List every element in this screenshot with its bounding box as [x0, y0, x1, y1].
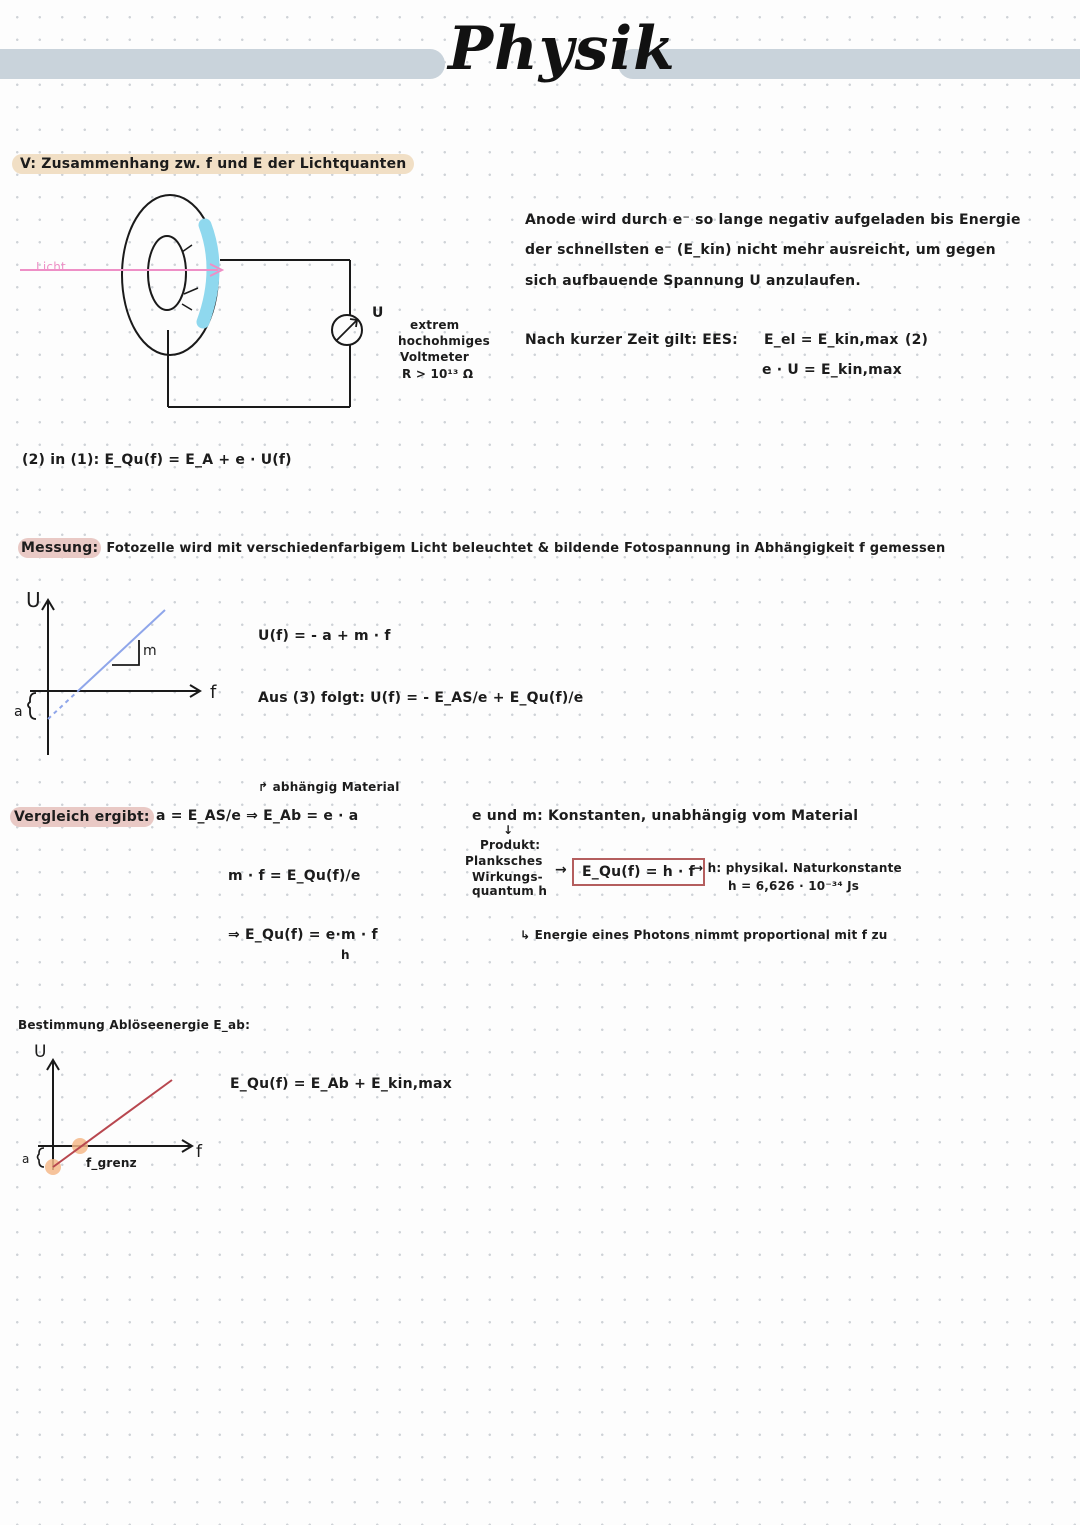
ees-eq2: e · U = E_kin,max: [762, 362, 902, 378]
voltmeter-note-4: R > 10¹³ Ω: [402, 367, 474, 381]
voltmeter-note-3: Voltmeter: [400, 350, 469, 364]
vergleich-eq3-brace: h: [341, 948, 350, 962]
messung-line: Messung: Fotozelle wird mit verschiedenf…: [18, 538, 946, 558]
page-title: Physik: [448, 14, 676, 84]
header-band-left: [0, 49, 445, 79]
ees-eq1: E_el = E_kin,max: [764, 332, 899, 348]
produkt-arrow: ↓: [503, 823, 514, 837]
light-label: Licht: [36, 260, 66, 274]
explanation-line-2: der schnellsten e⁻ (E_kin) nicht mehr au…: [525, 242, 996, 258]
graph2-x-label: f: [196, 1142, 203, 1162]
measurement-graph: [27, 598, 202, 755]
graph2-y-label: U: [34, 1042, 47, 1062]
vergleich-eq1: a = E_AS/e ⇒ E_Ab = e · a: [156, 808, 359, 824]
produkt-line-1: Produkt:: [480, 838, 541, 852]
ees-eq1-tag: (2): [905, 332, 929, 348]
produkt-line-4: quantum h: [472, 884, 548, 898]
constants-text: e und m: Konstanten, unabhängig vom Mate…: [472, 808, 859, 824]
messung-label: Messung:: [18, 538, 102, 558]
voltmeter-note-1: extrem: [410, 318, 460, 332]
ees-prefix: Nach kurzer Zeit gilt: EES:: [525, 332, 738, 348]
graph1-y-label: U: [26, 588, 41, 612]
substitution-eq: (2) in (1): E_Qu(f) = E_A + e · U(f): [22, 452, 292, 468]
explanation-line-3: sich aufbauende Spannung U anzulaufen.: [525, 273, 861, 289]
threshold-graph: [36, 1058, 194, 1175]
graph2-intercept-label: a: [22, 1152, 30, 1166]
produkt-line-2: Planksches: [465, 854, 543, 868]
eq-from3: Aus (3) folgt: U(f) = - E_AS/e + E_Qu(f)…: [258, 690, 584, 706]
eq-linear: U(f) = - a + m · f: [258, 628, 391, 644]
produkt-line-3: Wirkungs-: [472, 870, 543, 884]
graph1-slope-label: m: [143, 643, 157, 659]
section-v-heading: V: Zusammenhang zw. f und E der Lichtqua…: [12, 154, 415, 174]
vergleich-eq2: m · f = E_Qu(f)/e: [228, 868, 361, 884]
messung-text: Fotozelle wird mit verschiedenfarbigem L…: [106, 541, 946, 556]
voltmeter-note-2: hochohmiges: [398, 334, 490, 348]
explanation-line-1: Anode wird durch e⁻ so lange negativ auf…: [525, 212, 1021, 228]
material-note: ↱ abhängig Material: [258, 780, 400, 794]
graph1-intercept-label: a: [14, 704, 23, 720]
graph2-threshold-label: f_grenz: [86, 1156, 137, 1170]
proportional-text: ↳ Energie eines Photons nimmt proportion…: [520, 928, 888, 942]
natural-const: → h: physikal. Naturkonstante: [693, 861, 902, 875]
header-band-right: [618, 49, 1080, 79]
vergleich-eq3: ⇒ E_Qu(f) = e·m · f: [228, 927, 378, 943]
voltage-label: U: [372, 305, 384, 321]
boxed-equation: E_Qu(f) = h · f: [572, 858, 705, 886]
h-value: h = 6,626 · 10⁻³⁴ Js: [728, 879, 860, 893]
produkt-pointer: →: [555, 862, 567, 878]
graph1-x-label: f: [210, 682, 217, 703]
photocell-diagram: [20, 194, 363, 408]
vergleich-label: Vergleich ergibt:: [10, 807, 154, 827]
bestimmung-eq: E_Qu(f) = E_Ab + E_kin,max: [230, 1076, 452, 1092]
bestimmung-heading: Bestimmung Ablöseenergie E_ab:: [18, 1018, 251, 1032]
